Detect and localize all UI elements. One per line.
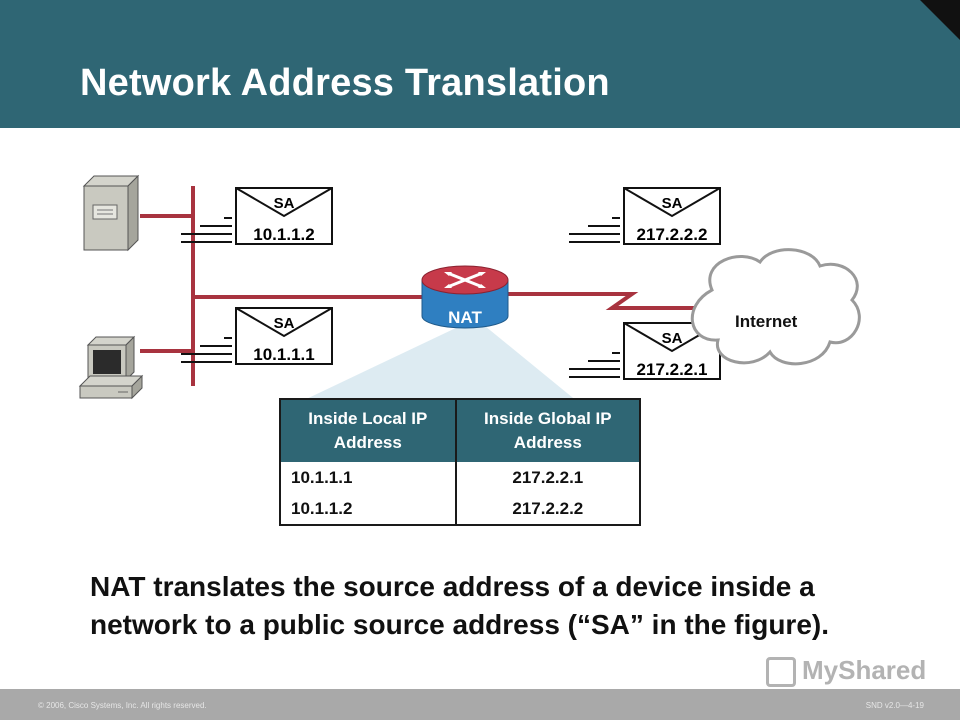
table-cell-global: 217.2.2.1 — [512, 467, 584, 487]
router-icon: NAT — [421, 265, 509, 329]
packet-tag: SA — [274, 195, 295, 212]
watermark: MyShared — [766, 655, 926, 695]
packet-tag: SA — [662, 195, 683, 212]
packet-group: SA10.1.1.2SA10.1.1.1SA217.2.2.2SA217.2.2… — [181, 187, 721, 380]
watermark-text: MyShared — [802, 655, 927, 685]
router-label: NAT — [448, 308, 482, 327]
table-row: 10.1.1.2 217.2.2.2 — [280, 493, 640, 525]
column-header-inside-global: Inside Global IP Address — [455, 399, 640, 462]
slide-title: Network Address Translation — [80, 62, 610, 104]
table-cell-local: 10.1.1.2 — [280, 493, 457, 525]
watermark-logo-icon — [766, 657, 796, 688]
caption-text: NAT translates the source address of a d… — [90, 571, 830, 640]
table-cell-local: 10.1.1.1 — [280, 462, 457, 493]
corner-accent — [920, 0, 960, 40]
internet-cloud-icon: Internet — [690, 248, 861, 366]
packet-address: 217.2.2.2 — [637, 225, 708, 244]
packet-address: 10.1.1.1 — [253, 345, 314, 364]
packet-tag: SA — [274, 315, 295, 332]
table-cell-global: 217.2.2.2 — [512, 498, 584, 518]
column-header-inside-local: Inside Local IP Address — [280, 399, 457, 462]
server-icon — [82, 174, 140, 252]
packet-icon: SA 10.1.1.2 — [181, 187, 333, 245]
table-row: 10.1.1.1 217.2.2.1 — [280, 462, 640, 493]
packet-icon: SA 10.1.1.1 — [181, 307, 333, 365]
projection-beam — [300, 326, 578, 402]
packet-address: 217.2.2.1 — [637, 360, 708, 379]
footer-slide-number: SND v2.0—4-19 — [865, 701, 924, 710]
footer-copyright: © 2006, Cisco Systems, Inc. All rights r… — [38, 701, 207, 710]
packet-icon: SA 217.2.2.2 — [569, 187, 721, 245]
footer-bar: © 2006, Cisco Systems, Inc. All rights r… — [0, 689, 960, 720]
title-bar: Network Address Translation — [0, 0, 960, 128]
table-header-row: Inside Local IP Address Inside Global IP… — [280, 399, 640, 462]
packet-tag: SA — [662, 330, 683, 347]
internet-label: Internet — [735, 312, 798, 331]
nat-translation-table: Inside Local IP Address Inside Global IP… — [279, 398, 641, 526]
packet-address: 10.1.1.2 — [253, 225, 314, 244]
pc-icon — [78, 335, 144, 400]
wan-link — [505, 292, 695, 310]
